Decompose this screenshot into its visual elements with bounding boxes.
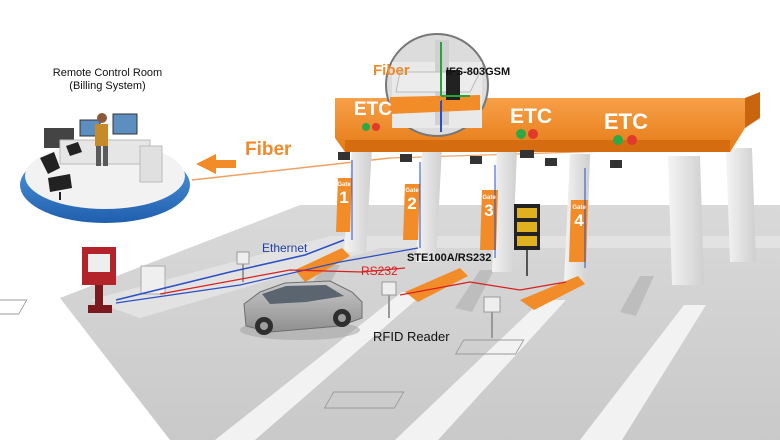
control-room <box>20 113 190 223</box>
gate-sign-2: Gate 2 <box>405 188 419 214</box>
road <box>0 205 780 440</box>
gate-signs <box>336 178 588 262</box>
gate-sign-1: Gate 1 <box>337 182 351 208</box>
gate-number: 2 <box>407 194 417 213</box>
gate-sign-4: Gate 4 <box>572 205 586 231</box>
fee-display <box>514 204 540 276</box>
rfid-label: RFID Reader <box>373 329 450 344</box>
network-cables <box>115 160 586 304</box>
etc-lights <box>362 123 637 145</box>
fiber-label: Fiber <box>245 139 292 160</box>
car <box>240 280 363 340</box>
etc-sign-1: ETC <box>354 99 392 120</box>
gate-word: Gate <box>482 195 496 201</box>
device-label: IFS-803GSM <box>446 66 511 78</box>
ethernet-label: Ethernet <box>262 241 308 255</box>
gate-number: 3 <box>484 201 494 220</box>
gate-number: 1 <box>339 188 349 207</box>
barrier-arms <box>295 248 585 310</box>
gate-word: Gate <box>337 182 351 188</box>
etc-sign-3: ETC <box>604 109 648 134</box>
gate-sign-3: Gate 3 <box>482 195 496 221</box>
rs232-label: RS232 <box>361 264 398 278</box>
control-room-label: Remote Control Room (Billing System) <box>52 67 163 92</box>
gate-number: 4 <box>574 211 584 230</box>
fiber-zoom-label: Fiber <box>373 62 410 79</box>
zoom-inset <box>385 33 489 137</box>
gate-word: Gate <box>572 205 586 211</box>
gate-word: Gate <box>405 188 419 194</box>
etc-sign-2: ETC <box>510 105 552 128</box>
converter-label: STE100A/RS232 <box>407 252 492 264</box>
gantry-cameras <box>338 150 622 168</box>
rfid-readers <box>236 251 501 338</box>
